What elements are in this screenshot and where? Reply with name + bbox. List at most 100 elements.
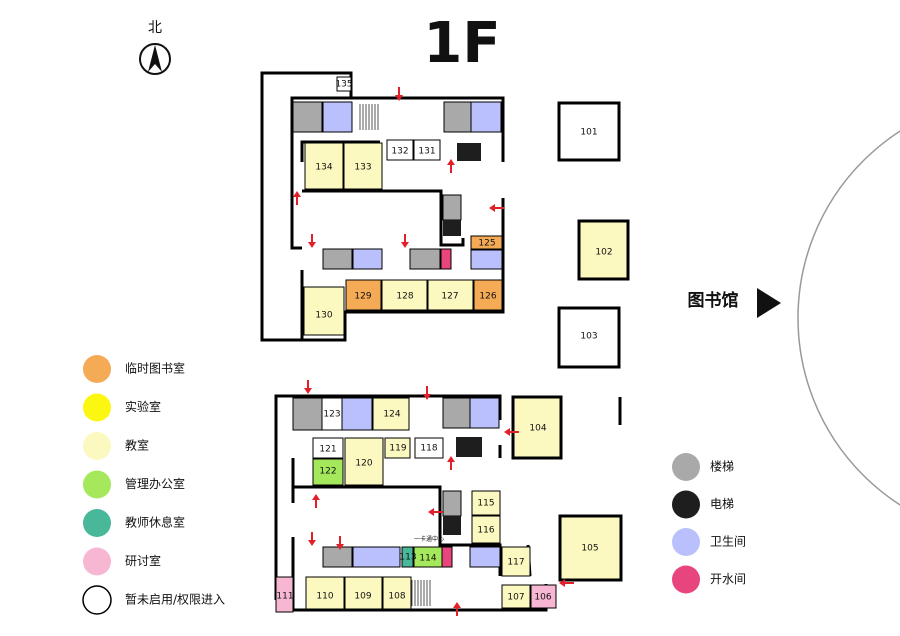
lower-building-rooms	[275, 397, 557, 613]
room-130	[303, 286, 345, 336]
legend-label: 教师休息室	[125, 515, 185, 530]
room-132	[386, 139, 414, 161]
room-label: 132	[391, 147, 408, 157]
restroom	[469, 397, 500, 429]
room-131	[413, 139, 441, 161]
restroom	[352, 248, 383, 270]
entrance-arrow-icon	[428, 508, 434, 516]
room-labels: 135 134 133 132 131 130 129 128 127 126 …	[276, 80, 612, 603]
room-label: 117	[507, 558, 524, 568]
entrance-arrow-icon	[453, 602, 461, 608]
room-label: 113	[399, 553, 416, 563]
legend-label: 电梯	[710, 497, 734, 511]
upper-building-walls	[260, 71, 505, 342]
entrance-arrow-icon	[308, 540, 316, 546]
compass-label: 北	[148, 20, 162, 36]
room-109	[344, 576, 383, 610]
room-119	[384, 437, 411, 459]
legend-label: 教室	[125, 438, 149, 453]
stairs	[409, 248, 441, 270]
room-128	[381, 279, 428, 311]
room-125	[470, 235, 503, 250]
room-113	[401, 546, 414, 568]
room-label: 123	[323, 410, 340, 420]
room-label: 115	[477, 499, 494, 509]
room-label: 129	[354, 292, 371, 302]
restroom	[470, 101, 502, 133]
room-116	[471, 515, 501, 544]
room-117	[501, 546, 531, 577]
entrance-arrow-icon	[559, 579, 565, 587]
room-106	[530, 584, 557, 609]
stairs	[322, 248, 353, 270]
legend-swatch	[672, 565, 700, 594]
entrance-arrow-icon	[447, 159, 455, 165]
legend-swatch	[83, 393, 111, 422]
room-label: 121	[319, 445, 336, 455]
room-127	[427, 279, 474, 311]
room-label: 102	[595, 248, 612, 258]
card-center-label: 一卡通中心	[414, 535, 444, 543]
room-label: 105	[581, 544, 598, 554]
room-label: 134	[315, 163, 332, 173]
library-building-outline	[797, 130, 900, 506]
room-label: 103	[580, 332, 597, 342]
entrance-arrow-icon	[504, 428, 510, 436]
elevator	[456, 437, 482, 457]
entrance-arrow-icon	[447, 456, 455, 462]
entrance-arrow-icon	[423, 394, 431, 400]
legend-label: 暂未启用/权限进入	[125, 593, 225, 607]
room-label: 119	[389, 444, 406, 454]
legend-swatch	[83, 355, 111, 383]
elevator	[457, 143, 481, 161]
floor-title: 1F	[423, 11, 500, 76]
room-104	[511, 395, 563, 460]
entrance-arrow-icon	[489, 204, 495, 212]
restroom	[341, 397, 373, 431]
legend-label: 临时图书室	[125, 361, 185, 376]
legend-swatch	[82, 585, 112, 615]
room-118	[414, 437, 444, 459]
legend-swatch	[83, 509, 111, 537]
room-110	[305, 576, 345, 610]
room-label: 109	[354, 592, 371, 602]
elevator	[443, 220, 461, 236]
library-direction-arrow-icon	[757, 288, 781, 318]
room-label: 126	[479, 292, 496, 302]
restroom	[352, 546, 401, 568]
room-102	[577, 219, 630, 281]
entrance-arrows	[293, 87, 574, 616]
legend-label: 管理办公室	[125, 476, 185, 491]
room-label: 114	[419, 554, 436, 564]
room-111	[275, 576, 294, 613]
entrance-arrow-icon	[336, 544, 344, 550]
room-129	[345, 279, 382, 311]
entrance-arrow-icon	[401, 242, 409, 248]
entrance-arrow-icon	[312, 494, 320, 500]
library-label: 图书馆	[688, 290, 739, 311]
room-label: 106	[534, 593, 551, 603]
separate-buildings	[511, 101, 630, 582]
elevator	[443, 516, 461, 535]
room-label: 107	[507, 593, 524, 603]
entrance-arrow-icon	[293, 191, 301, 197]
restroom	[322, 101, 353, 133]
room-105	[558, 514, 623, 582]
legend-label: 研讨室	[125, 553, 161, 568]
water-room	[440, 248, 452, 270]
entrance-arrow-icon	[308, 242, 316, 248]
room-133	[343, 142, 383, 190]
entrance-arrow-icon	[304, 388, 312, 394]
north-arrow-icon	[148, 45, 162, 72]
stair-hatching	[359, 104, 431, 606]
legend-swatch	[672, 528, 700, 556]
room-107	[501, 584, 531, 609]
entrance-arrow-icon	[395, 95, 403, 101]
room-135	[336, 76, 352, 92]
stairs	[292, 101, 323, 133]
room-label: 135	[335, 80, 352, 90]
restroom	[470, 249, 503, 270]
legend-label: 开水间	[710, 572, 746, 586]
